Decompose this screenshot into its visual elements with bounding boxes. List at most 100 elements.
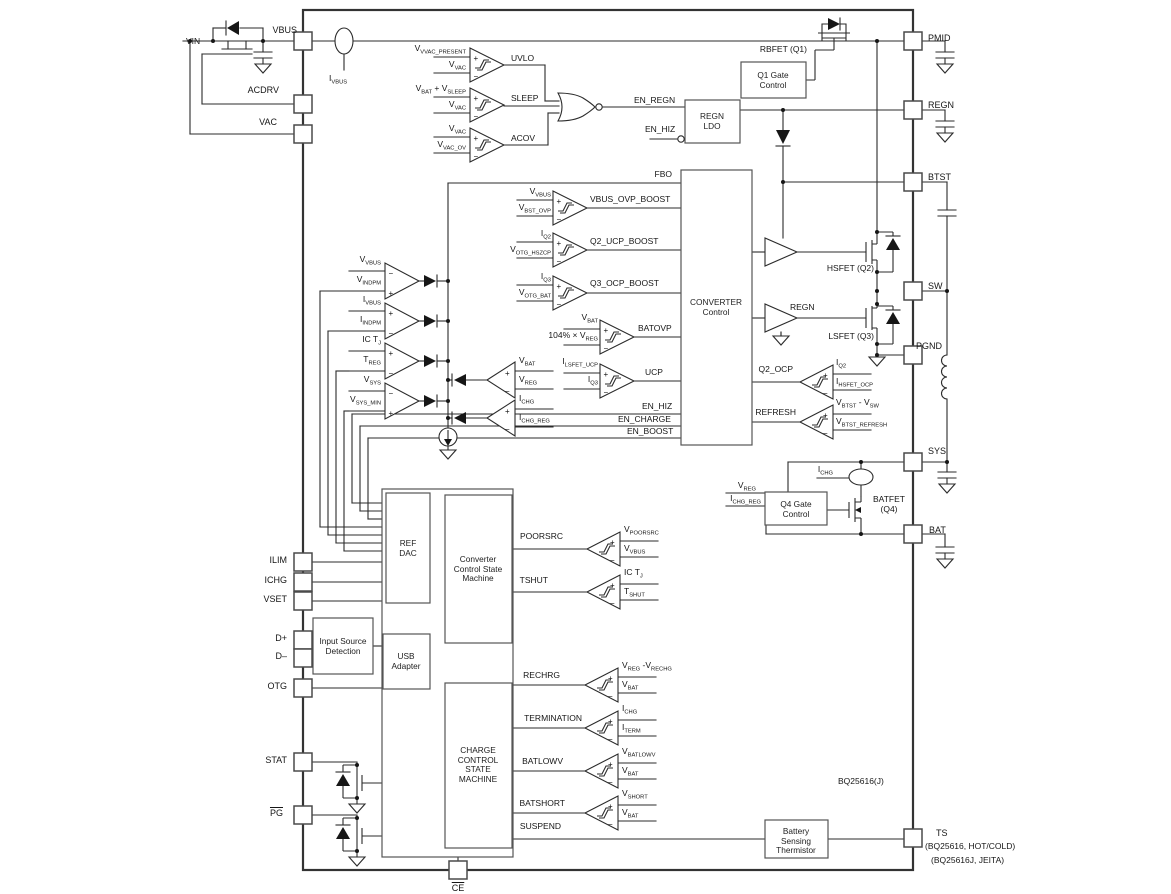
label-regn_drv: REGN (790, 302, 815, 312)
pin-ce (448, 860, 468, 880)
svg-text:+: + (610, 538, 615, 547)
pin-dplus (293, 630, 313, 650)
label-fbo: FBO (654, 169, 672, 179)
pin-label-vset: VSET (263, 594, 287, 604)
box-converter (680, 169, 753, 446)
svg-text:+: + (557, 239, 562, 248)
svg-text:+: + (604, 326, 609, 335)
label-treg: TREG (363, 354, 381, 367)
label-ichgreg_amp: ICHG_REG (519, 412, 550, 425)
label-batshort_m: VBAT (622, 807, 639, 820)
svg-text:+: + (608, 802, 613, 811)
pin-ilim (293, 552, 313, 572)
label-ichg_sense: ICHG (817, 464, 833, 477)
svg-text:+: + (389, 349, 394, 358)
label-usb: USB Adapter (391, 651, 421, 671)
pin-label-regn_pin: REGN (928, 100, 955, 110)
label-uvlo_m: VVAC (448, 59, 466, 72)
svg-text:−: − (610, 599, 615, 608)
label-rechrg_p: VREG -VRECHG (622, 660, 672, 673)
label-tshut_m: TSHUT (624, 586, 645, 599)
svg-text:−: − (389, 329, 394, 338)
label-q4_gate: Q4 Gate Control (780, 499, 812, 519)
label-uvlo_p: VVVAC_PRESENT (414, 43, 466, 56)
label-term: TERMINATION (524, 713, 582, 723)
label-ictj: IC TJ (362, 334, 381, 347)
svg-text:−: − (604, 344, 609, 353)
svg-text:+: + (608, 760, 613, 769)
label-q3_ocp_p: IQ3 (540, 271, 551, 284)
svg-text:+: + (608, 674, 613, 683)
label-tshut: TSHUT (519, 575, 548, 585)
label-ucp_p: ILSFET_UCP (562, 356, 598, 369)
pin-label-pgnd: PGND (916, 341, 943, 351)
pin-label-vac: VAC (259, 117, 277, 127)
svg-text:−: − (604, 388, 609, 397)
label-iindpm: IINDPM (360, 314, 381, 327)
label-vindpm: VINDPM (356, 274, 381, 287)
svg-text:+: + (474, 54, 479, 63)
label-vsysmin: VSYS_MIN (350, 394, 381, 407)
label-rechrg: RECHRG (523, 670, 560, 680)
label-sleep: SLEEP (511, 93, 539, 103)
label-ivbus: IVBUS (329, 73, 348, 86)
label-vbat_amp: VBAT (519, 355, 536, 368)
label-batovp: BATOVP (638, 323, 672, 333)
label-term_p: ICHG (622, 703, 638, 716)
label-q3_ocp_m: VOTG_BAT (518, 287, 551, 300)
label-refresh: REFRESH (755, 407, 796, 417)
label-q2_ucp_p: IQ2 (540, 228, 551, 241)
svg-text:−: − (505, 387, 510, 396)
pin-pmid (903, 31, 923, 51)
pin-label-pmid: PMID (928, 33, 951, 43)
svg-text:−: − (823, 429, 828, 438)
label-batlowv_m: VBAT (622, 765, 639, 778)
svg-text:−: − (389, 369, 394, 378)
pin-pgnd (903, 345, 923, 365)
label-vin: VIN (186, 36, 201, 46)
svg-text:+: + (557, 282, 562, 291)
pin-stat (293, 752, 313, 772)
svg-text:+: + (389, 289, 394, 298)
svg-text:−: − (389, 389, 394, 398)
label-poorsrc_m: VVBUS (624, 543, 646, 556)
svg-text:+: + (608, 717, 613, 726)
label-therm: Battery Sensing Thermistor (776, 826, 816, 856)
box-ref_dac (385, 492, 431, 604)
label-q3_ocp: Q3_OCP_BOOST (590, 278, 659, 288)
label-acov: ACOV (511, 133, 536, 143)
svg-text:+: + (389, 409, 394, 418)
label-uvlo: UVLO (511, 53, 535, 63)
svg-text:+: + (474, 94, 479, 103)
svg-text:−: − (823, 389, 828, 398)
pin-ichg_pin (293, 572, 313, 592)
pin-sw (903, 281, 923, 301)
label-charge_sm: CHARGE CONTROL STATE MACHINE (457, 745, 499, 784)
label-en_hiz: EN_HIZ (642, 401, 673, 411)
label-acov_p: VVAC (448, 123, 466, 136)
label-vreg_amp: VREG (519, 374, 538, 387)
label-rbfet: RBFET (Q1) (759, 44, 807, 54)
svg-text:−: − (474, 152, 479, 161)
pin-label-sw: SW (928, 281, 943, 291)
label-refresh_p: VBTST - VSW (836, 397, 879, 410)
label-ts_note2: (BQ25616J, JEITA) (931, 855, 1005, 865)
pin-label-ichg_pin: ICHG (264, 575, 288, 585)
pin-label-vbus: VBUS (272, 25, 297, 35)
label-en_regn: EN_REGN (634, 95, 676, 105)
box-q1_gate (740, 61, 807, 99)
svg-text:−: − (557, 257, 562, 266)
label-batlowv_p: VBATLOWV (622, 746, 656, 759)
box-isd (312, 617, 374, 675)
pin-label-ce: CE (451, 883, 465, 893)
svg-text:−: − (505, 425, 510, 434)
pin-label-btst: BTST (928, 172, 952, 182)
label-vbus_ovp_m: VBST_OVP (518, 202, 551, 215)
pin-pg (293, 805, 313, 825)
label-refresh_m: VBTST_REFRESH (836, 416, 888, 429)
svg-text:−: − (474, 112, 479, 121)
svg-text:−: − (608, 820, 613, 829)
pin-label-otg: OTG (267, 681, 288, 691)
svg-text:+: + (474, 134, 479, 143)
